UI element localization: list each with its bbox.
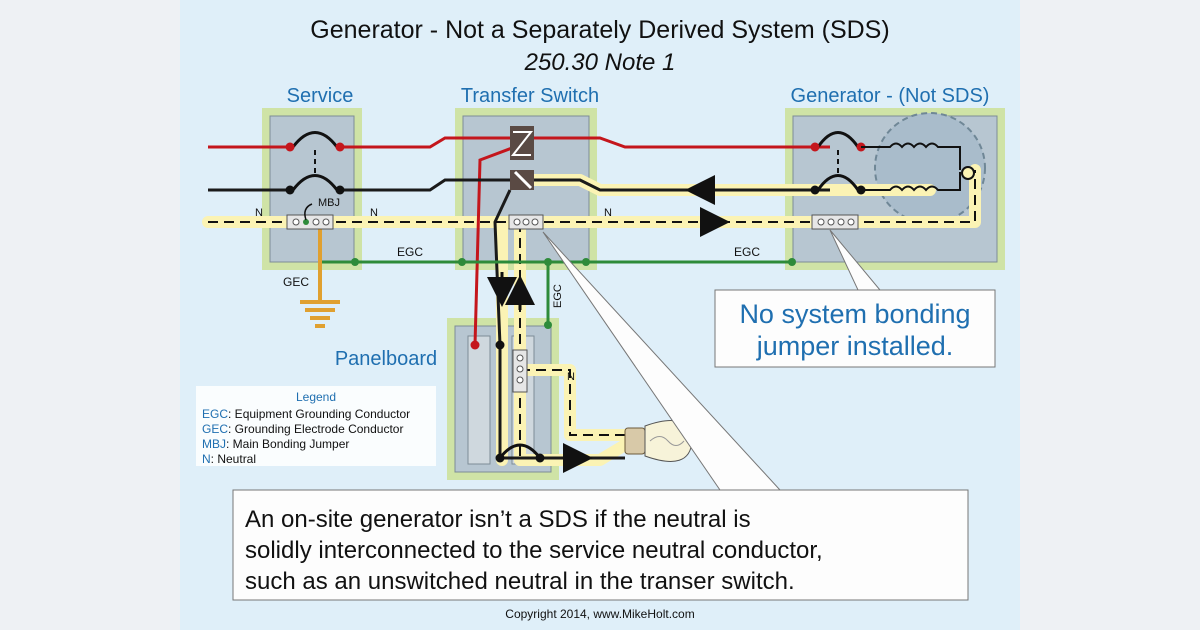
egc-junctions bbox=[351, 258, 796, 329]
callout-main: An on-site generator isn’t a SDS if the … bbox=[232, 231, 969, 601]
egc-label-right: EGC bbox=[734, 245, 760, 259]
panel-neutral-bar bbox=[512, 349, 528, 393]
neutral-label-right: N bbox=[604, 207, 612, 219]
left-margin bbox=[0, 0, 180, 630]
mbj-label: MBJ bbox=[318, 197, 340, 209]
neutral-label-mid: N bbox=[370, 207, 378, 219]
panel-breaker bbox=[470, 340, 545, 463]
transfer-switch-contacts bbox=[510, 126, 534, 190]
generator-label: Generator - (Not SDS) bbox=[791, 85, 990, 107]
legend: Legend EGC: Equipment Grounding Conducto… bbox=[196, 386, 436, 466]
legend-title: Legend bbox=[296, 390, 336, 404]
service-neutral-bar bbox=[286, 203, 334, 230]
service-breakers bbox=[285, 131, 345, 195]
callout-main-line1: An on-site generator isn’t a SDS if the … bbox=[245, 506, 751, 533]
panelboard-label: Panelboard bbox=[335, 348, 437, 370]
callout-main-line2: solidly interconnected to the service ne… bbox=[245, 537, 823, 564]
legend-item: GEC: Grounding Electrode Conductor bbox=[202, 422, 403, 436]
egc-label-vertical: EGC bbox=[552, 284, 564, 308]
legend-item: EGC: Equipment Grounding Conductor bbox=[202, 407, 410, 421]
right-margin bbox=[1020, 0, 1200, 630]
transfer-neutral-bar bbox=[508, 214, 544, 230]
legend-item: N: Neutral bbox=[202, 452, 256, 466]
diagram-subtitle: 250.30 Note 1 bbox=[524, 49, 676, 76]
egc-label-left: EGC bbox=[397, 245, 423, 259]
service-label: Service bbox=[287, 85, 354, 107]
gec-ground bbox=[300, 222, 340, 328]
black-hot-wire bbox=[208, 175, 830, 473]
diagram-title: Generator - Not a Separately Derived Sys… bbox=[310, 16, 889, 44]
legend-item: MBJ: Main Bonding Jumper bbox=[202, 437, 349, 451]
red-hot-wire bbox=[208, 136, 830, 346]
callout-bonding: No system bonding jumper installed. bbox=[714, 229, 996, 368]
callout-bonding-line1: No system bonding bbox=[739, 299, 970, 329]
gec-label: GEC bbox=[283, 275, 309, 289]
generator-windings bbox=[861, 142, 975, 192]
generator-neutral-bar bbox=[811, 214, 859, 230]
neutral-label-panel: N bbox=[567, 371, 575, 383]
copyright-text: Copyright 2014, www.MikeHolt.com bbox=[505, 607, 694, 621]
callout-bonding-line2: jumper installed. bbox=[756, 331, 954, 361]
neutral-label-service: N bbox=[255, 207, 263, 219]
transfer-switch-label: Transfer Switch bbox=[461, 85, 599, 107]
callout-main-line3: such as an unswitched neutral in the tra… bbox=[245, 568, 795, 595]
